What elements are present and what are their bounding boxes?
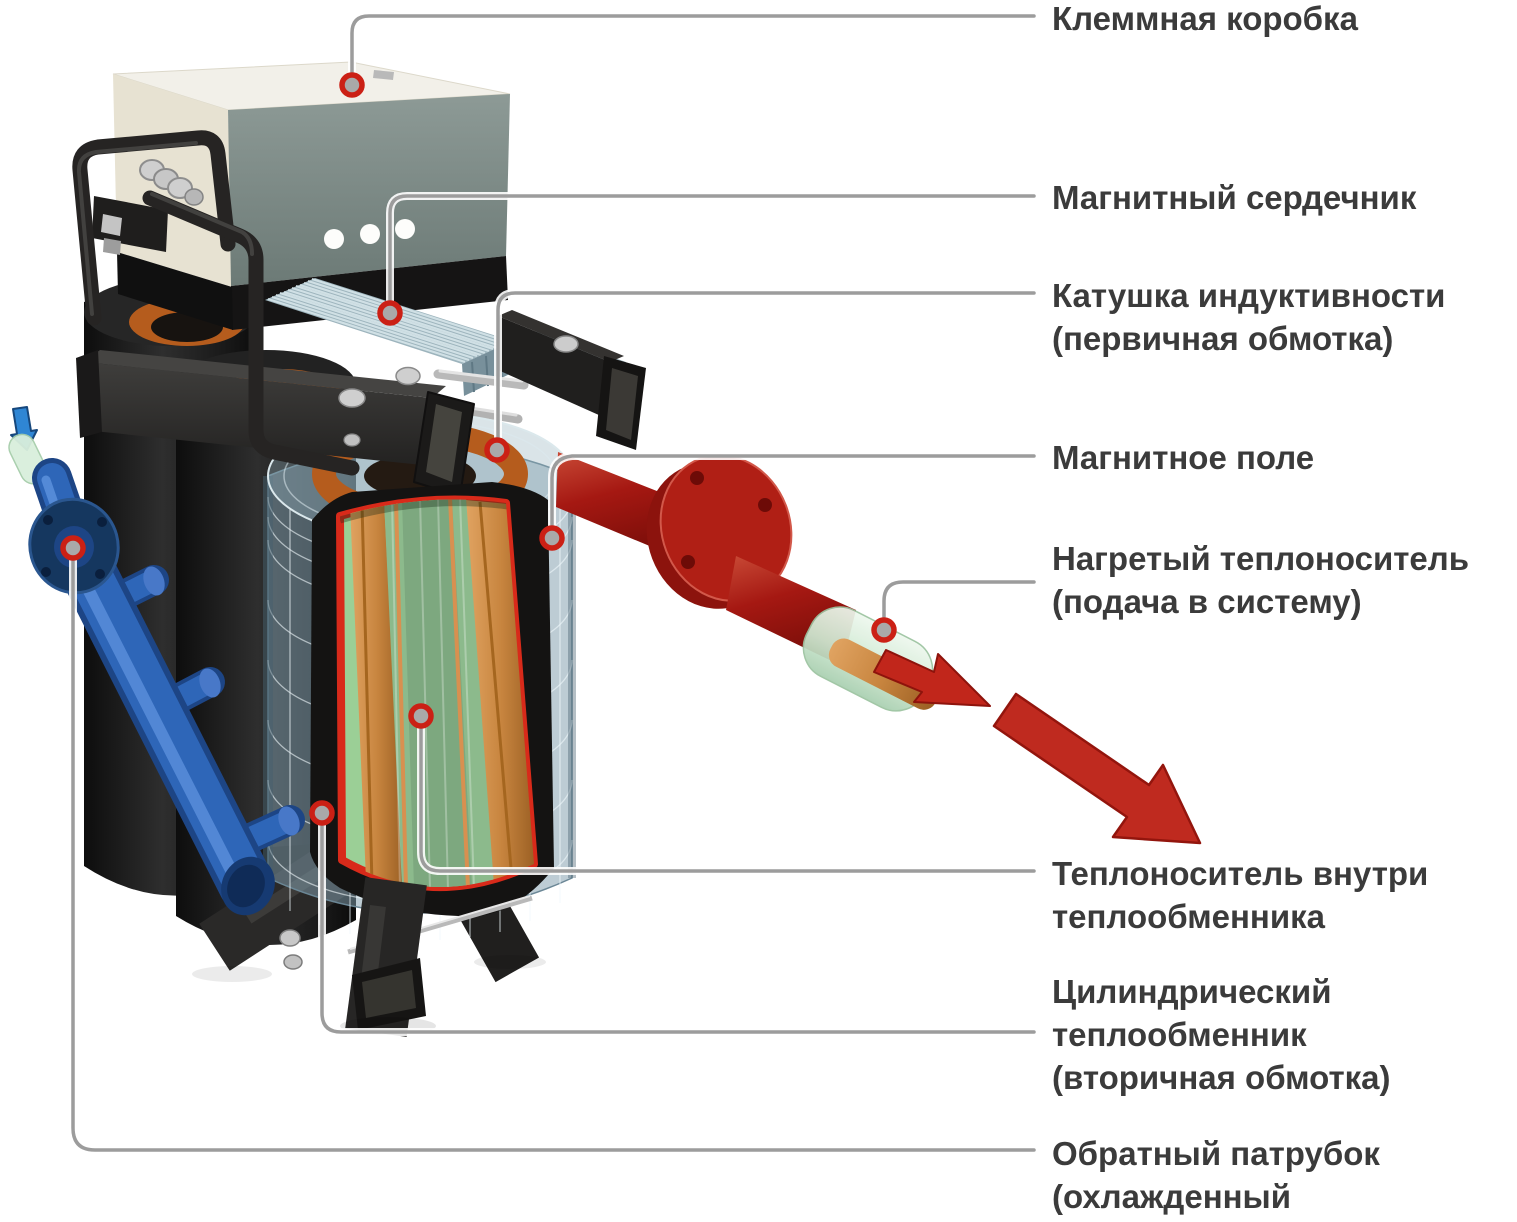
label-magnetic-field: Магнитное поле xyxy=(1052,439,1315,476)
callout-markers xyxy=(60,72,897,826)
flow-small-arrow-icon xyxy=(873,649,991,707)
label-cylindrical-hx: Цилиндрический теплообменник (вторичная … xyxy=(1052,973,1391,1096)
marker-cylindrical-hx xyxy=(309,800,335,826)
base-frame-front xyxy=(279,877,533,1037)
marker-return-pipe xyxy=(60,535,86,561)
label-magnetic-core: Магнитный сердечник xyxy=(1052,179,1417,216)
marker-heated-coolant xyxy=(871,617,897,643)
marker-magnetic-core xyxy=(377,300,403,326)
callout-lines xyxy=(69,12,1038,1154)
label-return-pipe: Обратный патрубок (охлажденный теплоноси… xyxy=(1052,1135,1380,1222)
hot-supply-pipe xyxy=(556,452,991,712)
core-clamp-beams xyxy=(76,310,646,559)
label-coolant-inside-hx: Теплоноситель внутри теплообменника xyxy=(1052,855,1429,935)
lifting-handles xyxy=(72,130,360,476)
vent-hole-icon xyxy=(324,229,344,249)
vent-hole-icon xyxy=(360,224,380,244)
label-terminal-box: Клеммная коробка xyxy=(1052,0,1358,37)
flow-out-arrow-icon xyxy=(992,692,1202,845)
marker-induction-coil xyxy=(484,437,510,463)
marker-magnetic-field xyxy=(539,525,565,551)
cold-return-pipe xyxy=(8,406,305,916)
vent-hole-icon xyxy=(395,219,415,239)
marker-terminal-box xyxy=(339,72,365,98)
terminal-box xyxy=(92,61,511,330)
label-heated-coolant: Нагретый теплоноситель (подача в систему… xyxy=(1052,540,1469,620)
cutaway-interior xyxy=(310,482,554,917)
label-induction-coil: Катушка индуктивности (первичная обмотка… xyxy=(1052,277,1446,357)
marker-coolant-inside xyxy=(408,703,434,729)
